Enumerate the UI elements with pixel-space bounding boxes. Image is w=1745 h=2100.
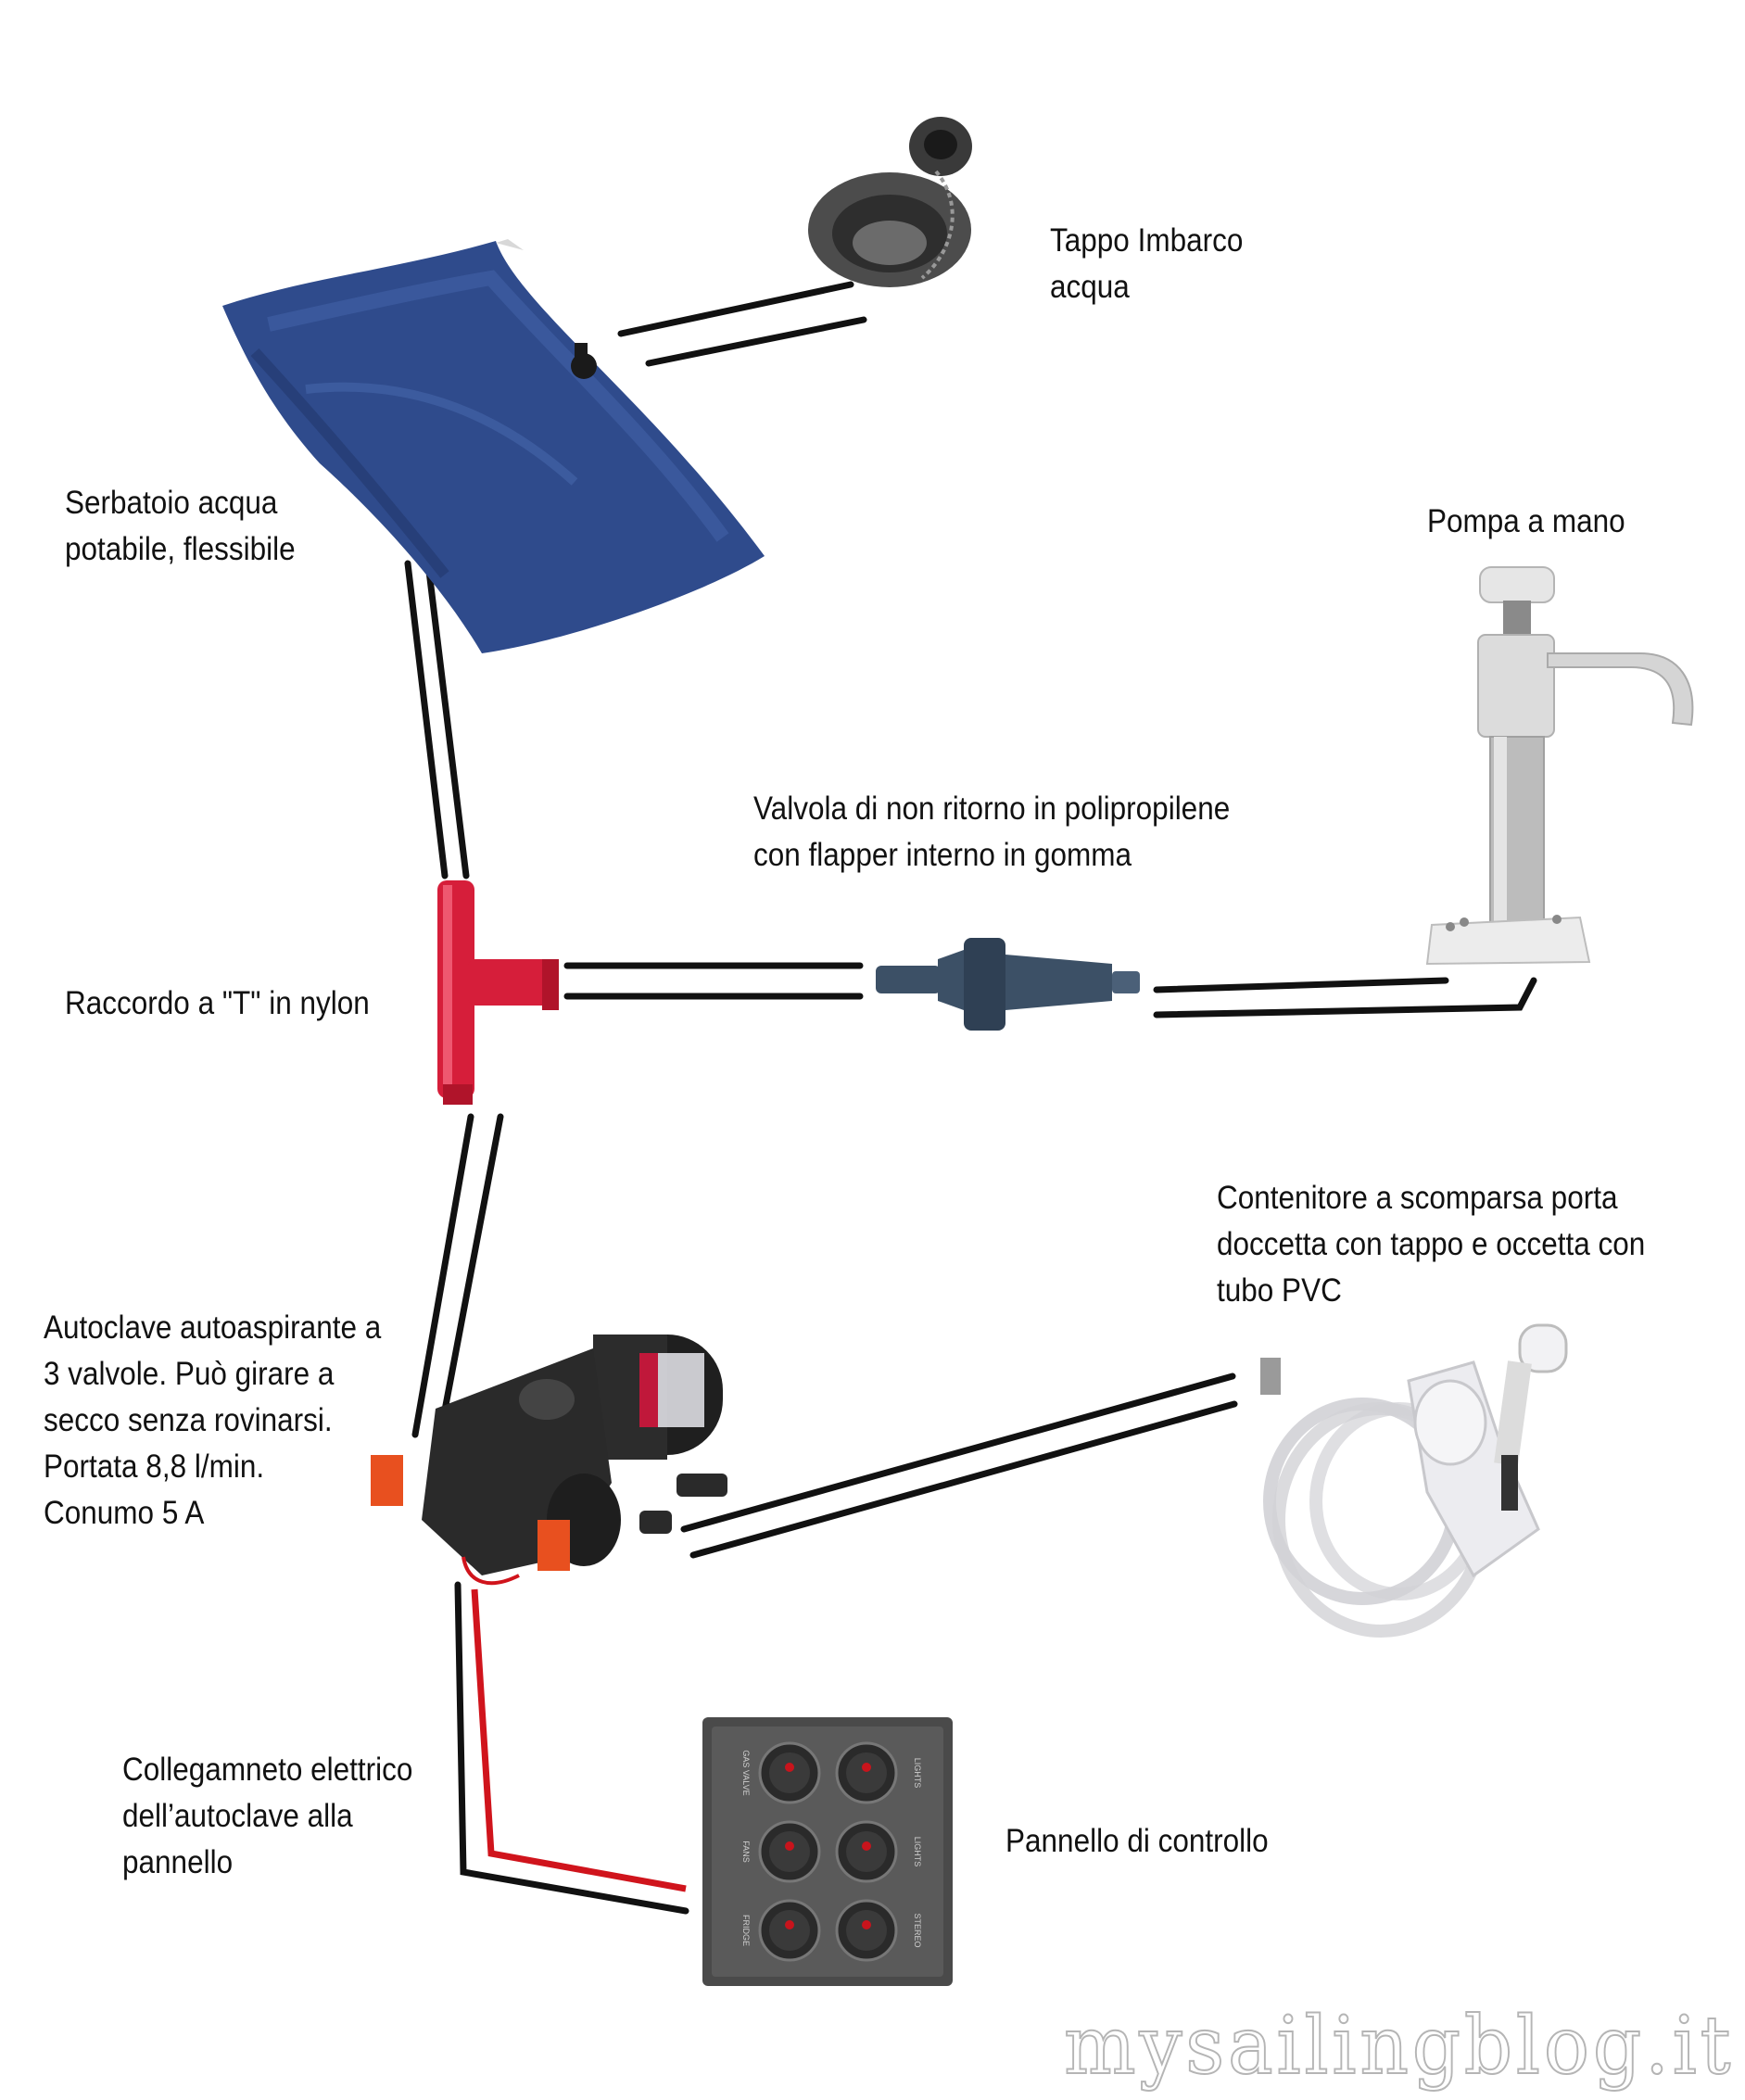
hose-tee-to-pump xyxy=(411,1113,504,1438)
filler-cap-icon xyxy=(808,117,972,287)
hose-tee-to-valve xyxy=(563,962,864,1000)
panel-switch: LIGHTS xyxy=(835,1820,922,1883)
filler-cap-label: Tappo Imbarco acqua xyxy=(1050,222,1244,305)
check-valve-label: Valvola di non ritorno in polipropilene … xyxy=(753,791,1231,873)
tee-fitting-icon xyxy=(437,880,559,1105)
hose-valve-to-hand-pump xyxy=(1153,977,1537,1018)
panel-switch-label: LIGHTS xyxy=(913,1758,922,1789)
panel-switch-label: FANS xyxy=(741,1841,751,1863)
tee-label: Raccordo a "T" in nylon xyxy=(65,985,370,1021)
wire-positive xyxy=(471,1588,687,1892)
hand-pump-icon xyxy=(1425,566,1694,966)
hand-pump-label: Pompa a mano xyxy=(1427,503,1625,539)
check-valve-icon xyxy=(876,938,1140,1031)
shower-icon xyxy=(1260,1323,1568,1638)
panel-switch: FANS xyxy=(741,1820,821,1883)
shower-label: Contenitore a scomparsa porta doccetta c… xyxy=(1217,1180,1646,1309)
pump-label: Autoclave autoaspirante a 3 valvole. Può… xyxy=(44,1309,382,1531)
wire-negative xyxy=(454,1581,689,1915)
panel-switch: LIGHTS xyxy=(835,1741,922,1804)
tank-label: Serbatoio acqua potabile, flessibile xyxy=(65,485,296,567)
panel-switch-label: LIGHTS xyxy=(913,1837,922,1867)
control-panel-icon: GAS VALVE LIGHTS FANS LIGHTS FRIDGE STEREO xyxy=(702,1717,953,1986)
water-tank-icon xyxy=(222,239,765,653)
hose-tank-to-tee xyxy=(404,560,470,879)
watermark: mysailingblog.it xyxy=(1063,1999,1734,2094)
panel-switch: FRIDGE xyxy=(741,1899,821,1962)
hoses xyxy=(404,281,1537,1915)
hose-pump-to-shower xyxy=(680,1373,1238,1559)
panel-switch-label: STEREO xyxy=(913,1913,922,1947)
wiring-label: Collegamneto elettrico dell’autoclave al… xyxy=(122,1752,413,1880)
panel-label: Pannello di controllo xyxy=(1005,1823,1269,1859)
panel-switch-label: GAS VALVE xyxy=(741,1750,751,1795)
hose-filler-to-tank xyxy=(617,281,867,367)
panel-switches: GAS VALVE LIGHTS FANS LIGHTS FRIDGE STEREO xyxy=(741,1741,922,1962)
panel-switch: STEREO xyxy=(835,1899,922,1962)
panel-switch: GAS VALVE xyxy=(741,1741,821,1804)
panel-switch-label: FRIDGE xyxy=(741,1915,751,1946)
pump-icon xyxy=(371,1335,727,1586)
